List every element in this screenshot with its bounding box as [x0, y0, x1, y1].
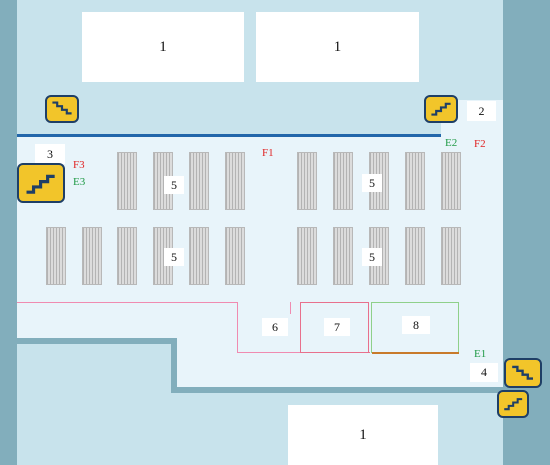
shelf	[46, 227, 66, 285]
marker-E1: E1	[474, 348, 487, 360]
boundary-line	[300, 352, 370, 353]
stairs-up-icon	[26, 174, 56, 194]
shelf	[82, 227, 102, 285]
boundary-line	[17, 302, 237, 303]
shelf	[405, 227, 425, 285]
boundary-line	[371, 302, 458, 303]
shelf	[297, 152, 317, 210]
lower-left-room-wall-side	[171, 338, 177, 393]
room-8-label: 8	[402, 316, 430, 334]
stairs-up-icon	[431, 103, 451, 117]
shelf	[333, 152, 353, 210]
marker-E2: E2	[445, 137, 458, 149]
boundary-line	[368, 302, 369, 353]
stairs-up-icon	[424, 95, 458, 123]
stairs-up-icon	[504, 398, 522, 411]
stairs-down-icon	[52, 101, 72, 115]
shelf	[225, 152, 245, 210]
section-5-label: 5	[362, 248, 382, 266]
marker-F1: F1	[262, 147, 274, 159]
boundary-line	[372, 352, 459, 354]
room-6-label: 6	[262, 318, 288, 336]
shelf	[225, 227, 245, 285]
top-divider-line	[17, 134, 441, 137]
shelf	[117, 152, 137, 210]
shelf	[441, 227, 461, 285]
marker-F3: F3	[73, 159, 85, 171]
lower-left-room	[17, 344, 171, 465]
shelf	[441, 152, 461, 210]
section-5-label: 5	[164, 176, 184, 194]
stairs-down-icon	[45, 95, 79, 123]
section-5-label: 5	[362, 174, 382, 192]
boundary-line	[458, 302, 459, 353]
entrance-bottom: 1	[288, 405, 438, 465]
shelf	[405, 152, 425, 210]
marker-F2: F2	[474, 138, 486, 150]
section-5-label: 5	[164, 248, 184, 266]
entrance-top-left: 1	[82, 12, 244, 82]
marker-E3: E3	[73, 176, 86, 188]
stairs-up-icon	[17, 163, 65, 203]
shelf	[333, 227, 353, 285]
shelf	[189, 227, 209, 285]
shelf	[117, 227, 137, 285]
boundary-line	[237, 302, 238, 352]
boundary-line	[371, 302, 372, 353]
boundary-line	[300, 302, 301, 353]
stairs-down-icon	[504, 358, 542, 388]
shelf	[189, 152, 209, 210]
lower-corridor-wall	[171, 387, 503, 393]
boundary-line	[290, 302, 291, 314]
left-wall	[0, 0, 17, 465]
boundary-line	[237, 352, 301, 353]
entrance-top-right: 1	[256, 12, 419, 82]
stairs-down-icon	[512, 365, 534, 380]
room-7-label: 7	[324, 318, 350, 336]
room-4-label: 4	[470, 363, 498, 382]
boundary-line	[300, 302, 368, 303]
stairs-up-icon	[497, 390, 529, 418]
shelf	[297, 227, 317, 285]
room-3-label: 3	[35, 144, 65, 164]
lower-left-room-wall-top	[17, 338, 177, 344]
room-2-label: 2	[467, 101, 496, 121]
